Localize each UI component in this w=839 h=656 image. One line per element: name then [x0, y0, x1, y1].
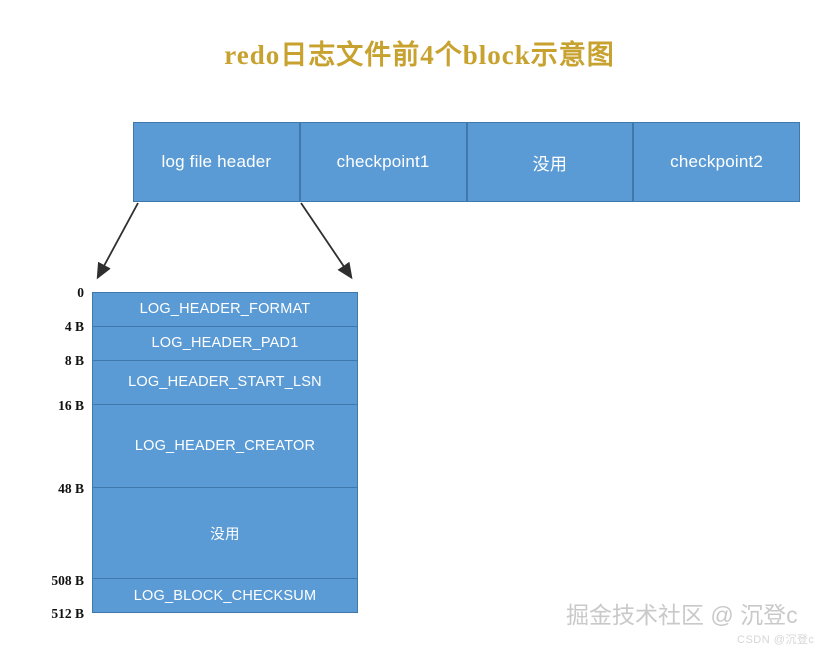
detail-row-label: LOG_HEADER_CREATOR [134, 438, 316, 455]
block-checkpoint1: checkpoint1 [299, 122, 467, 202]
detail-row-label: LOG_BLOCK_CHECKSUM [133, 587, 317, 604]
detail-row-label: LOG_HEADER_PAD1 [151, 335, 299, 352]
log-file-header-detail: LOG_HEADER_FORMAT LOG_HEADER_PAD1 LOG_HE… [92, 292, 358, 613]
offset-label-508b: 508 B [51, 573, 84, 588]
offset-label-0: 0 [77, 285, 84, 300]
offset-label-8b: 8 B [64, 353, 84, 368]
left-expand-arrow [96, 202, 139, 280]
right-expand-arrow [300, 202, 353, 280]
block-unused: 没用 [466, 122, 634, 202]
detail-row-log-header-format: LOG_HEADER_FORMAT [93, 293, 357, 327]
redo-block-row: log file header checkpoint1 没用 checkpoin… [133, 122, 800, 202]
offset-gutter: 0 4 B 8 B 16 B 48 B 508 B 512 B [22, 0, 84, 656]
detail-row-unused: 没用 [93, 487, 357, 580]
offset-label-4b: 4 B [64, 319, 84, 334]
detail-row-log-header-creator: LOG_HEADER_CREATOR [93, 405, 357, 488]
offset-label-48b: 48 B [58, 481, 84, 496]
detail-row-log-header-pad1: LOG_HEADER_PAD1 [93, 326, 357, 361]
block-log-file-header: log file header [133, 122, 300, 202]
watermark-secondary: CSDN @沉登c [737, 634, 815, 646]
detail-row-log-header-start-lsn: LOG_HEADER_START_LSN [93, 360, 357, 406]
block-label: 没用 [532, 154, 568, 174]
watermark-primary: 掘金技术社区 @ 沉登c [566, 602, 798, 628]
offset-label-16b: 16 B [58, 398, 84, 413]
block-label: checkpoint1 [336, 152, 430, 171]
block-label: checkpoint2 [670, 152, 764, 171]
page-title: redo日志文件前4个block示意图 [224, 40, 615, 70]
detail-row-log-block-checksum: LOG_BLOCK_CHECKSUM [93, 579, 357, 613]
block-checkpoint2: checkpoint2 [633, 122, 800, 202]
detail-row-label: 没用 [210, 526, 240, 543]
detail-row-label: LOG_HEADER_FORMAT [139, 301, 311, 318]
detail-row-label: LOG_HEADER_START_LSN [128, 374, 322, 391]
offset-label-512b: 512 B [51, 606, 84, 621]
block-label: log file header [161, 152, 272, 171]
